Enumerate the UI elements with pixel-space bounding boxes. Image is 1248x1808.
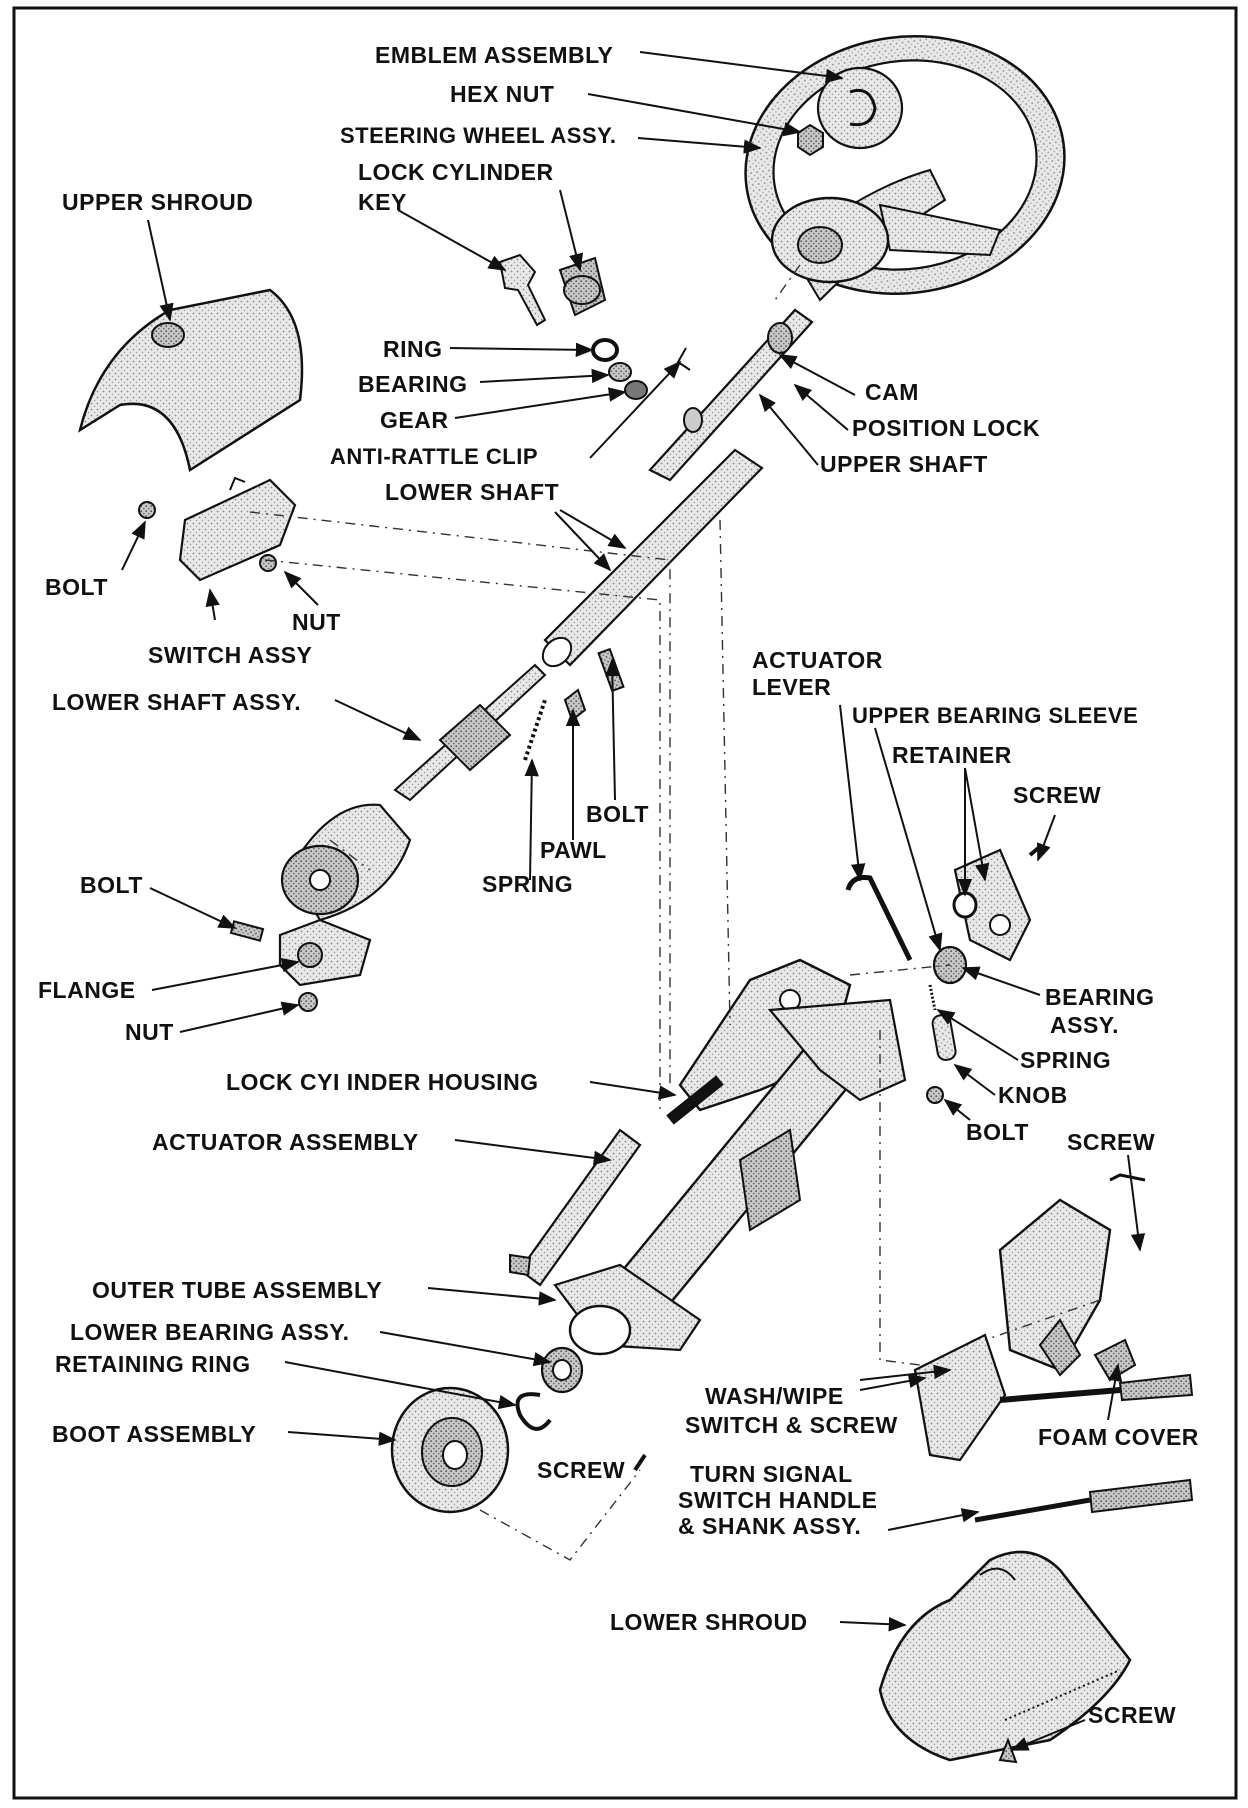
retainer-drawing bbox=[952, 843, 1044, 962]
label-boot-assembly: BOOT ASSEMBLY bbox=[52, 1421, 256, 1447]
label-key: KEY bbox=[358, 189, 407, 215]
label-shank-assy: & SHANK ASSY. bbox=[678, 1513, 861, 1539]
label-hex-nut: HEX NUT bbox=[450, 81, 554, 107]
leader-lines bbox=[121, 51, 1146, 1751]
label-spring-knob: SPRING bbox=[1020, 1047, 1111, 1073]
label-outer-tube-assembly: OUTER TUBE ASSEMBLY bbox=[92, 1277, 382, 1303]
label-switch-assy: SWITCH ASSY bbox=[148, 642, 312, 668]
label-actuator-assembly: ACTUATOR ASSEMBLY bbox=[152, 1129, 419, 1155]
label-lower-shaft: LOWER SHAFT bbox=[385, 479, 559, 505]
lower-shaft-drawing bbox=[541, 448, 764, 668]
label-lever: LEVER bbox=[752, 674, 831, 700]
outer-tube-drawing bbox=[553, 998, 907, 1356]
label-bolt-flange: BOLT bbox=[80, 872, 143, 898]
label-lower-bearing-assy: LOWER BEARING ASSY. bbox=[70, 1319, 350, 1345]
bearing-assy-drawing bbox=[926, 945, 968, 1104]
lock-cylinder-drawing bbox=[558, 256, 607, 317]
label-nut-switch: NUT bbox=[292, 609, 341, 635]
label-bolt-left: BOLT bbox=[45, 574, 108, 600]
label-upper-shaft: UPPER SHAFT bbox=[820, 451, 988, 477]
label-upper-shroud: UPPER SHROUD bbox=[62, 189, 253, 215]
retaining-ring-drawing bbox=[515, 1392, 552, 1431]
label-retaining-ring: RETAINING RING bbox=[55, 1351, 251, 1377]
actuator-assembly-drawing bbox=[509, 1128, 642, 1287]
label-bearing-assy-2: ASSY. bbox=[1050, 1012, 1119, 1038]
label-screw-switch: SCREW bbox=[1067, 1129, 1155, 1155]
label-spring-pawl: SPRING bbox=[482, 871, 573, 897]
label-bolt-pawl: BOLT bbox=[586, 801, 649, 827]
label-flange: FLANGE bbox=[38, 977, 136, 1003]
assembly-guide-lines bbox=[249, 264, 1101, 1561]
label-steering-wheel-assy: STEERING WHEEL ASSY. bbox=[340, 123, 617, 148]
label-lock-cylinder: LOCK CYLINDER bbox=[358, 159, 554, 185]
label-nut-flange: NUT bbox=[125, 1019, 174, 1045]
label-pawl: PAWL bbox=[540, 837, 607, 863]
label-ring: RING bbox=[383, 336, 443, 362]
label-actuator: ACTUATOR bbox=[752, 647, 883, 673]
switch-assy-drawing bbox=[138, 476, 297, 582]
label-lower-shroud: LOWER SHROUD bbox=[610, 1609, 808, 1635]
lower-shroud-drawing bbox=[878, 1550, 1132, 1764]
label-lower-shaft-assy: LOWER SHAFT ASSY. bbox=[52, 689, 301, 715]
label-knob: KNOB bbox=[998, 1082, 1068, 1108]
label-screw-boot: SCREW bbox=[537, 1457, 625, 1483]
label-turn-signal: TURN SIGNAL bbox=[690, 1461, 853, 1487]
label-cam: CAM bbox=[865, 379, 919, 405]
label-wash-wipe: WASH/WIPE bbox=[705, 1383, 844, 1409]
upper-shaft-drawing bbox=[648, 308, 814, 482]
lower-bearing-drawing bbox=[540, 1346, 584, 1394]
callout-labels: EMBLEM ASSEMBLY HEX NUT STEERING WHEEL A… bbox=[38, 42, 1199, 1728]
label-retainer: RETAINER bbox=[892, 742, 1012, 768]
label-bearing: BEARING bbox=[358, 371, 468, 397]
flange-drawing bbox=[229, 918, 372, 1012]
label-switch-handle: SWITCH HANDLE bbox=[678, 1487, 877, 1513]
key-drawing bbox=[498, 253, 547, 327]
lower-shaft-assy-drawing bbox=[280, 647, 625, 922]
emblem-drawing bbox=[816, 66, 904, 150]
boot-assembly-drawing bbox=[390, 1386, 647, 1514]
label-emblem-assembly: EMBLEM ASSEMBLY bbox=[375, 42, 613, 68]
label-foam-cover: FOAM COVER bbox=[1038, 1424, 1199, 1450]
turn-signal-handle-drawing bbox=[974, 1478, 1194, 1523]
hex-nut-drawing bbox=[797, 123, 824, 157]
upper-shroud-drawing bbox=[78, 288, 304, 473]
steering-wheel-drawing bbox=[744, 35, 1066, 302]
label-bolt-housing: BOLT bbox=[966, 1119, 1029, 1145]
label-lock-cylinder-housing: LOCK CYI INDER HOUSING bbox=[226, 1069, 539, 1095]
label-upper-bearing-sleeve: UPPER BEARING SLEEVE bbox=[852, 703, 1138, 728]
actuator-lever-drawing bbox=[845, 875, 913, 962]
turn-signal-switch-drawing bbox=[998, 1173, 1146, 1382]
ring-bearing-gear-drawing bbox=[591, 338, 648, 400]
label-position-lock: POSITION LOCK bbox=[852, 415, 1040, 441]
label-switch-and-screw: SWITCH & SCREW bbox=[685, 1412, 898, 1438]
label-screw-retainer: SCREW bbox=[1013, 782, 1101, 808]
page-frame bbox=[12, 6, 1238, 1800]
label-screw-shroud: SCREW bbox=[1088, 1702, 1176, 1728]
label-bearing-assy: BEARING bbox=[1045, 984, 1155, 1010]
label-gear: GEAR bbox=[380, 407, 448, 433]
label-anti-rattle-clip: ANTI-RATTLE CLIP bbox=[330, 444, 538, 469]
